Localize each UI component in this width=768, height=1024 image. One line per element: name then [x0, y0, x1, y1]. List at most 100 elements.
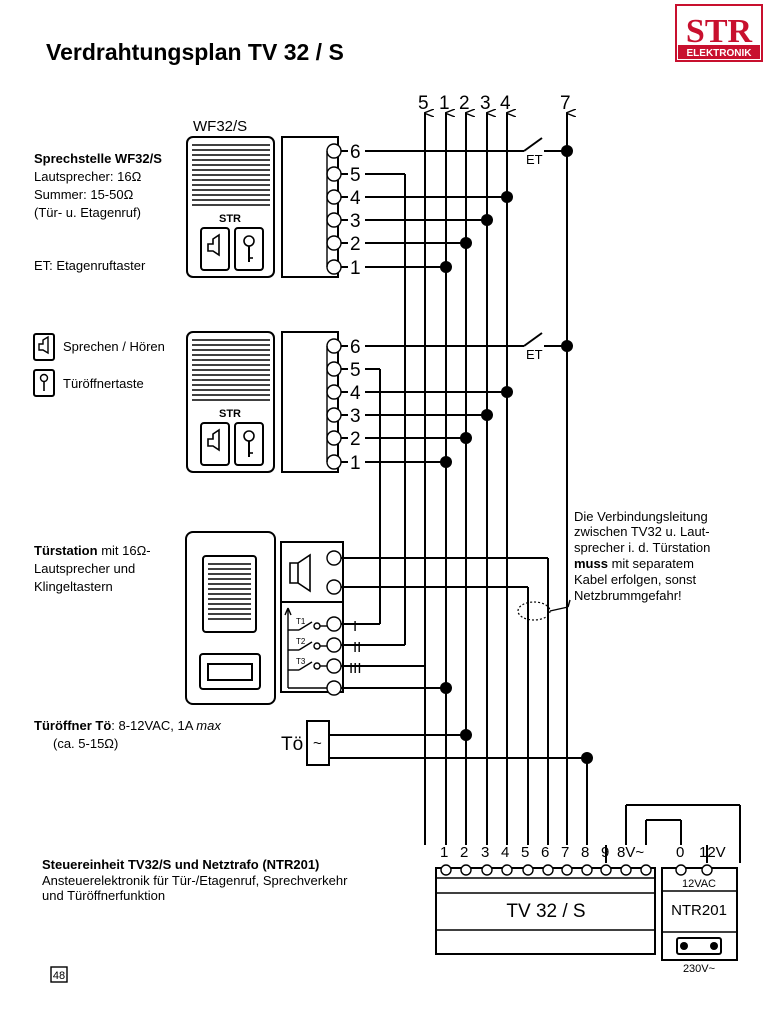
terminal-label: 6 [350, 142, 361, 163]
terminal-label: 4 [350, 383, 361, 404]
bus-label-5: 5 [418, 93, 429, 114]
tv32-terminal-label: 8V~ [617, 844, 644, 861]
tv32-terminal-label: 9 [601, 844, 609, 861]
speaker-icon [207, 428, 220, 452]
station-1-heading: Sprechstelle WF32/S [34, 151, 162, 166]
station-2-grille [192, 339, 270, 401]
cable-note: Die Verbindungsleitung zwischen TV32 u. … [517, 509, 710, 621]
station-model: WF32/S [193, 118, 247, 135]
speaker-icon [38, 335, 49, 355]
door-opener: Tö ~ [281, 720, 593, 766]
ntr-output-label: 12VAC [682, 878, 716, 890]
logo-subtitle: ELEKTRONIK [687, 48, 753, 59]
controller-desc: Ansteuerelektronik für Tür-/Etagenruf, S… [42, 873, 348, 888]
door-opener-label: Tö [281, 734, 303, 755]
ntr-terminal-label: 12V [699, 844, 726, 861]
station-1-terminal-block [281, 136, 339, 278]
door-opener-spec-max: max [196, 718, 221, 733]
bus-label-7: 7 [560, 93, 571, 114]
logo-name: STR [686, 13, 753, 50]
ntr-terminal-label: 0 [676, 844, 684, 861]
station-2-terminal-block [281, 331, 339, 473]
note-line: Die Verbindungsleitung [574, 509, 708, 524]
station-1-brand: STR [219, 213, 241, 225]
tv32-terminal-label: 4 [501, 844, 509, 861]
door-opener-heading: Türöffner Tö [34, 718, 111, 733]
controller-heading: Steuereinheit TV32/S und Netztrafo (NTR2… [42, 857, 319, 872]
door-station: T1 T2 T3 I II III [185, 531, 548, 705]
page-number: 48 [50, 966, 68, 983]
tv32-terminal-label: 6 [541, 844, 549, 861]
station-1-line: (Tür- u. Etagenruf) [34, 205, 141, 220]
contact-label: T3 [296, 657, 306, 666]
speaker-button [200, 227, 230, 271]
station-2-brand: STR [219, 408, 241, 420]
bus-label-2: 2 [459, 93, 470, 114]
bus-label-4: 4 [500, 93, 511, 114]
terminal-label: 2 [350, 429, 361, 450]
button-label-I: I [353, 618, 357, 635]
tv32-terminal-label: 1 [440, 844, 448, 861]
bus-label-1: 1 [439, 93, 450, 114]
tv32-terminal-label: 7 [561, 844, 569, 861]
str-logo: STR ELEKTRONIK [675, 4, 763, 62]
tv32-housing [435, 867, 656, 955]
terminal-label: 1 [350, 453, 361, 474]
note-line: sprecher i. d. Türstation [574, 540, 710, 555]
legend: Sprechen / Hören Türöffnertaste [33, 333, 165, 397]
terminal-label: 3 [350, 211, 361, 232]
bus-wires [379, 113, 588, 845]
et-switch-label: ET [526, 152, 543, 167]
door-opener-spec2: (ca. 5-15Ω) [53, 736, 118, 751]
terminal-label: 4 [350, 188, 361, 209]
page-number-text: 48 [53, 970, 65, 982]
tv32-terminal-label: 5 [521, 844, 529, 861]
door-station-description: Türstation mit 16Ω- Lautsprecher und Kli… [34, 543, 151, 594]
controller-description: Steuereinheit TV32/S und Netztrafo (NTR2… [42, 857, 348, 903]
note-bold: muss [574, 556, 608, 571]
et-switch-label: ET [526, 347, 543, 362]
note-line: Kabel erfolgen, sonst [574, 572, 697, 587]
page-title: Verdrahtungsplan TV 32 / S [46, 39, 344, 65]
contact-label: T2 [296, 637, 306, 646]
note-line: zwischen TV32 u. Laut- [574, 524, 710, 539]
legend-speak: Sprechen / Hören [63, 339, 165, 354]
station-2-terminals: 6 5 4 3 2 1 ET [326, 332, 573, 474]
station-1-grille [192, 144, 270, 206]
ac-icon: ~ [313, 735, 322, 752]
note-line: mit separatem [612, 556, 694, 571]
terminal-label: 5 [350, 360, 361, 381]
station-1: WF32/S STR [186, 118, 339, 278]
tv32-terminal-label: 3 [481, 844, 489, 861]
svg-text:Türöffner Tö: 8-12VAC, 1A max: Türöffner Tö: 8-12VAC, 1A max [34, 718, 221, 733]
button-label-II: II [353, 639, 361, 656]
terminal-label: 6 [350, 337, 361, 358]
tv32-unit: 1 2 3 4 5 6 7 8 9 8V~ TV 32 / S [435, 804, 741, 955]
station-1-description: Sprechstelle WF32/S Lautsprecher: 16Ω Su… [34, 151, 162, 273]
station-1-terminals: 6 5 4 3 2 1 ET [326, 137, 573, 279]
station-1-line: Lautsprecher: 16Ω [34, 169, 142, 184]
speaker-button [200, 422, 230, 466]
bus-label-3: 3 [480, 93, 491, 114]
tv32-label: TV 32 / S [506, 901, 585, 922]
terminal-label: 5 [350, 165, 361, 186]
et-note: ET: Etagenruftaster [34, 258, 146, 273]
station-2: STR [186, 331, 339, 473]
door-station-line: mit 16Ω- [101, 543, 150, 558]
tv32-terminal-label: 2 [460, 844, 468, 861]
svg-text:muss mit separatem: muss mit separatem [574, 556, 694, 571]
bus-labels: 5 1 2 3 4 7 [418, 93, 571, 114]
ntr-input-label: 230V~ [683, 963, 715, 975]
door-station-line: Klingeltastern [34, 579, 113, 594]
controller-desc: und Türöffnerfunktion [42, 888, 165, 903]
terminal-label: 3 [350, 406, 361, 427]
door-opener-description: Türöffner Tö: 8-12VAC, 1A max (ca. 5-15Ω… [34, 718, 221, 751]
tv32-terminal-label: 8 [581, 844, 589, 861]
note-line: Netzbrummgefahr! [574, 588, 682, 603]
button-label-III: III [349, 660, 362, 677]
speaker-icon [289, 553, 311, 593]
ntr201-transformer: 0 12V 12VAC NTR201 230V~ [661, 844, 738, 975]
contact-label: T1 [296, 617, 306, 626]
door-opener-spec: : 8-12VAC, 1A [111, 718, 196, 733]
speaker-icon [207, 233, 220, 257]
